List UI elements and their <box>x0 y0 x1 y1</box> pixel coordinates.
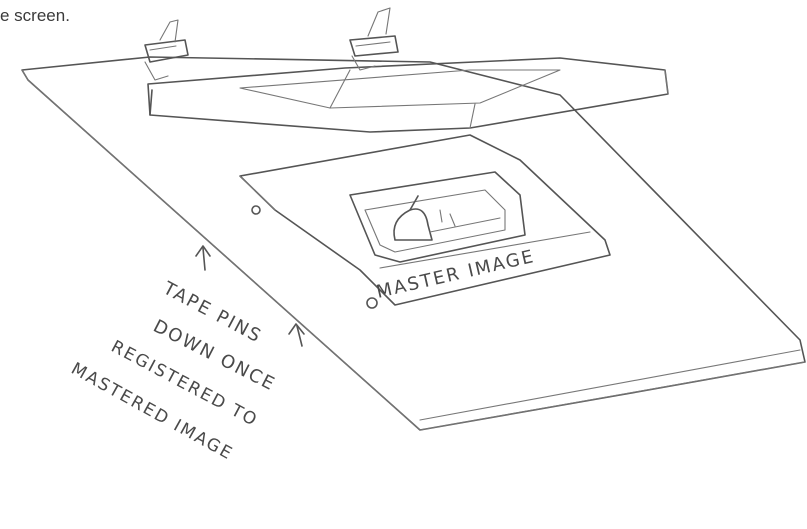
registration-pin-bottom <box>367 298 377 308</box>
hinge-clamp-left <box>145 20 188 80</box>
screen-frame <box>148 58 668 132</box>
registration-pin-left <box>252 206 260 214</box>
base-board <box>22 57 805 430</box>
arrow-pins <box>289 324 304 346</box>
master-image-frame <box>350 172 590 268</box>
arrow-tape <box>196 246 210 270</box>
